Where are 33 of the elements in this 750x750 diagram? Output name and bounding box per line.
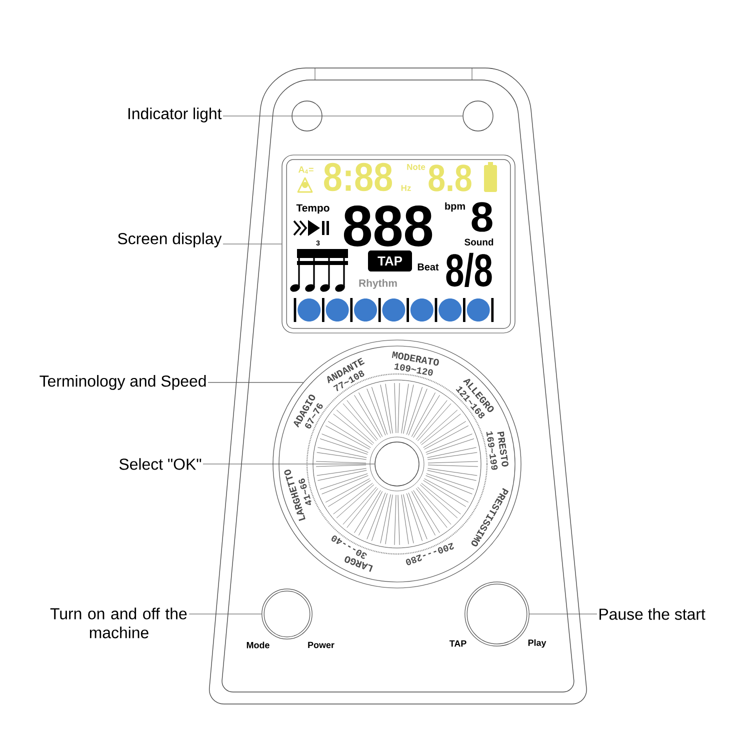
leader-line — [208, 382, 304, 383]
segment-digits: 8/8 — [446, 252, 492, 288]
segment-digits: 888 — [344, 206, 432, 246]
lcd-screen — [282, 154, 516, 334]
segment-digits: 8:88 — [324, 162, 392, 192]
callout-text: Select "OK" — [119, 458, 202, 470]
button-label: TAP — [449, 640, 466, 647]
tempo-range: 169~199 — [486, 431, 498, 470]
display-text: bpm — [445, 202, 465, 212]
segment-digits: 8 — [472, 202, 492, 232]
display-text: Sound — [464, 238, 494, 246]
button-label: Mode — [246, 642, 270, 648]
indicator-light — [292, 100, 322, 132]
center-button — [374, 442, 420, 486]
callout-text: Turn on and off the machine — [50, 608, 187, 638]
callout-text: Indicator light — [128, 108, 222, 122]
play-button — [464, 582, 530, 646]
segment-digits: 8.8 — [428, 164, 472, 192]
display-text: Note — [407, 164, 426, 170]
button-label: Play — [528, 639, 546, 648]
callout-text: Screen display — [118, 232, 222, 248]
callout-text: Pause the start — [600, 608, 706, 620]
tempo-dial — [272, 340, 522, 588]
power-button — [262, 588, 312, 640]
display-text: Tempo — [296, 204, 330, 214]
callout-text: Terminology and Speed — [40, 375, 206, 390]
display-text: A$_{4}$= — [298, 166, 314, 174]
display-text: Rhythm — [359, 279, 397, 289]
display-badge: TAP — [368, 250, 412, 272]
indicator-light — [462, 100, 494, 132]
display-text: Hz — [401, 185, 411, 191]
button-label: Power — [308, 642, 334, 648]
tempo-name: PRESTO — [497, 432, 508, 467]
